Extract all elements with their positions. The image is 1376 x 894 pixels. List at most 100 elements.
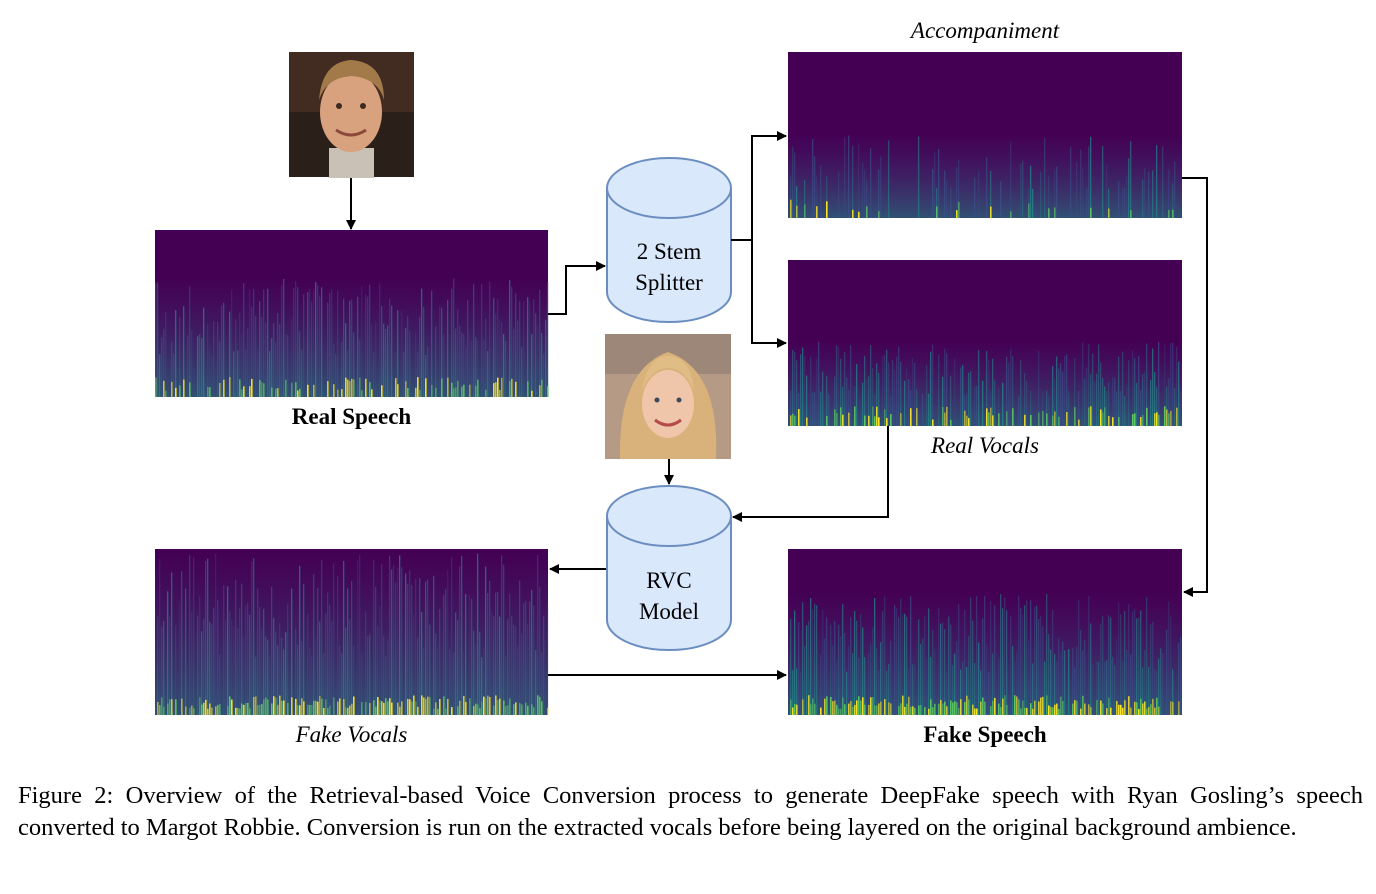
spectrogram-streak <box>980 670 982 715</box>
spectrogram-streak <box>211 355 213 397</box>
spectrogram-streak <box>802 602 804 715</box>
spectrogram-streak <box>1118 602 1120 715</box>
spectrogram-streak <box>347 349 349 397</box>
spectrogram-streak <box>878 169 880 218</box>
spectrogram-streak <box>804 646 806 715</box>
spectrogram-streak <box>241 583 243 715</box>
spectrogram-low-band <box>864 415 866 426</box>
spectrogram-low-band <box>1150 704 1152 715</box>
spectrogram-low-band <box>497 699 499 715</box>
spectrogram-streak <box>970 371 972 426</box>
spectrogram-streak <box>1046 390 1048 426</box>
spectrogram-low-band <box>281 700 283 715</box>
spectrogram-streak <box>1022 160 1024 218</box>
spectrogram-streak <box>1170 616 1172 715</box>
spectrogram-streak <box>377 626 379 715</box>
spectrogram-low-band <box>934 703 936 715</box>
spectrogram-streak <box>986 350 988 426</box>
spectrogram-streak <box>1128 360 1130 426</box>
spectrogram-streak <box>405 573 407 715</box>
spectrogram-low-band <box>217 704 219 715</box>
spectrogram-streak <box>1022 614 1024 715</box>
spectrogram-streak <box>275 631 277 715</box>
spectrogram-low-band <box>868 415 870 426</box>
spectrogram-low-band <box>485 698 487 715</box>
spectrogram-low-band <box>830 696 832 715</box>
spectrogram-low-band <box>515 381 517 397</box>
spectrogram-low-band <box>1054 411 1056 426</box>
spectrogram-low-band <box>794 704 796 715</box>
spectrogram-streak <box>1058 368 1060 426</box>
spectrogram-streak <box>187 335 189 397</box>
spectrogram-streak <box>868 376 870 426</box>
spectrogram-low-band <box>1100 409 1102 426</box>
spectrogram-streak <box>459 566 461 715</box>
spectrogram-low-band <box>900 703 902 715</box>
spectrogram-streak <box>1132 350 1134 426</box>
spectrogram-streak <box>1106 390 1108 426</box>
spectrogram-streak <box>519 301 521 397</box>
spectrogram-streak <box>511 286 513 397</box>
spectrogram-low-band <box>1176 407 1178 426</box>
spectrogram-streak <box>465 348 467 397</box>
spectrogram-streak <box>816 176 818 218</box>
spectrogram-streak <box>852 653 854 715</box>
spectrogram-streak <box>1106 660 1108 715</box>
spectrogram-streak <box>1062 641 1064 715</box>
spectrogram-streak <box>884 354 886 426</box>
spectrogram-low-band <box>317 701 319 715</box>
spectrogram-streak <box>870 148 872 218</box>
spectrogram-streak <box>946 180 948 218</box>
spectrogram-low-band <box>794 415 796 426</box>
spectrogram-streak <box>369 284 371 397</box>
spectrogram-streak <box>950 187 952 218</box>
spectrogram-low-band <box>179 385 181 397</box>
spectrogram-low-band <box>872 696 874 715</box>
spectrogram-streak <box>201 337 203 397</box>
spectrogram-low-band <box>507 705 509 715</box>
spectrogram-streak <box>393 565 395 715</box>
spectrogram-streak <box>345 627 347 715</box>
spectrogram-low-band <box>1156 697 1158 715</box>
spectrogram-streak <box>439 305 441 397</box>
spectrogram-streak <box>962 661 964 715</box>
spectrogram-low-band <box>1018 699 1020 715</box>
spectrogram-streak <box>465 594 467 715</box>
spectrogram-low-band <box>1170 701 1172 715</box>
spectrogram-streak <box>519 580 521 715</box>
spectrogram-streak <box>343 561 345 715</box>
spectrogram-streak <box>1120 614 1122 715</box>
spectrogram-low-band <box>1076 700 1078 715</box>
spectrogram-low-band <box>1106 708 1108 715</box>
spectrogram-low-band <box>175 699 177 715</box>
spectrogram-streak <box>469 332 471 397</box>
spectrogram-low-band <box>351 703 353 715</box>
rvc-model-cylinder <box>606 485 732 651</box>
spectrogram-streak <box>227 586 229 715</box>
spectrogram-low-band <box>285 379 287 397</box>
spectrogram-streak <box>231 619 233 715</box>
spectrogram-streak <box>327 302 329 397</box>
spectrogram-streak <box>1114 378 1116 426</box>
spectrogram-streak <box>1078 391 1080 426</box>
spectrogram-streak <box>257 588 259 715</box>
spectrogram-low-band <box>984 701 986 715</box>
spectrogram-low-band <box>215 706 217 715</box>
spectrogram-streak <box>469 594 471 715</box>
spectrogram-streak <box>1176 347 1178 426</box>
spectrogram-low-band <box>986 408 988 426</box>
spectrogram-low-band <box>932 419 934 426</box>
spectrogram-streak <box>453 652 455 715</box>
spectrogram-low-band <box>1050 706 1052 715</box>
spectrogram-low-band <box>239 708 241 715</box>
spectrogram-streak <box>994 605 996 715</box>
spectrogram-low-band <box>918 705 920 715</box>
spectrogram-streak <box>830 624 832 715</box>
male-portrait-photo <box>289 52 414 178</box>
spectrogram-low-band <box>1170 410 1172 426</box>
spectrogram-low-band <box>189 707 191 715</box>
spectrogram-streak <box>932 344 934 426</box>
spectrogram-streak <box>820 654 822 715</box>
spectrogram-streak <box>814 604 816 715</box>
spectrogram-streak <box>217 322 219 397</box>
